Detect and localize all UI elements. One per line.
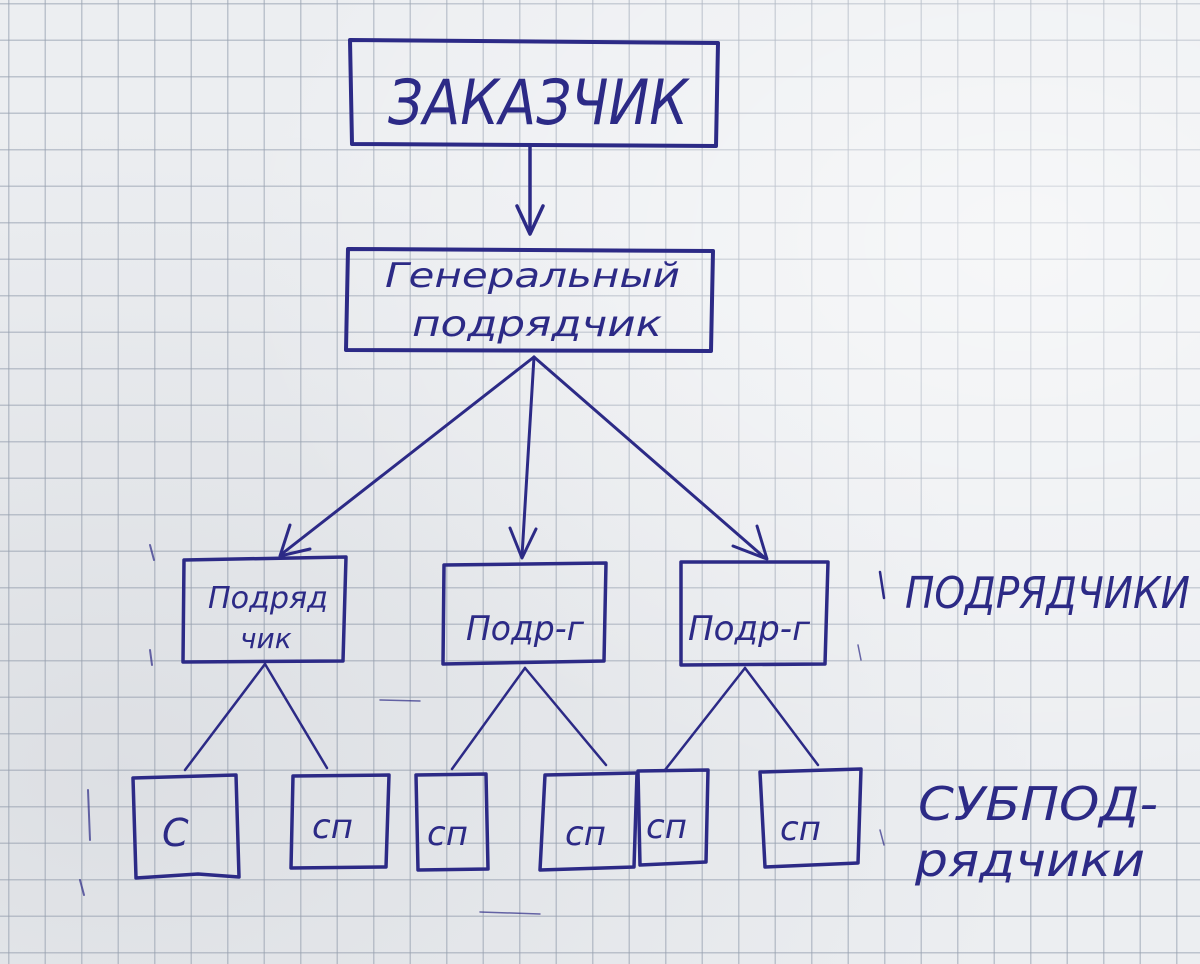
branch-lines-contractor-3: [663, 666, 820, 772]
subcontractor-node-4: сп: [538, 771, 639, 872]
general-contractor-line2: подрядчик: [412, 304, 662, 345]
contractor-1-line1: Подряд: [208, 581, 328, 616]
subcontractor-node-3: сп: [414, 772, 490, 872]
legend-subcontractors-line1: СУБПОД-: [918, 777, 1158, 831]
subcontractor-5-label: сп: [646, 807, 687, 847]
legend-subcontractors-line2: рядчики: [914, 833, 1145, 887]
arrow-general-to-contractor-1: [278, 355, 536, 558]
subcontractor-6-label: сп: [780, 809, 821, 849]
legend-contractors-label: ПОДРЯДЧИКИ: [905, 568, 1190, 619]
contractor-2-label: Подр-г: [466, 609, 585, 649]
customer-label: ЗАКАЗЧИК: [388, 66, 691, 139]
subcontractor-4-label: сп: [565, 814, 606, 854]
subcontractor-node-6: сп: [758, 767, 863, 869]
subcontractor-2-label: сп: [312, 807, 353, 847]
legend-subcontractors: СУБПОД- рядчики: [914, 777, 1158, 887]
subcontractor-3-label: сп: [427, 814, 468, 854]
contractor-3-label: Подр-г: [688, 609, 811, 649]
subcontractor-node-2: сп: [289, 773, 391, 870]
contractor-node-3: Подр-г: [679, 560, 830, 667]
general-contractor-line1: Генеральный: [385, 256, 680, 296]
contractor-1-line2: чик: [240, 622, 292, 655]
legend-contractors: ПОДРЯДЧИКИ: [878, 568, 1190, 619]
arrow-customer-to-general: [515, 144, 545, 236]
arrow-general-to-contractor-2: [508, 355, 538, 560]
contractor-node-2: Подр-г: [441, 561, 608, 666]
stray-pen-marks: [79, 544, 885, 915]
arrow-general-to-contractor-3: [532, 355, 769, 561]
subcontractor-node-5: сп: [636, 768, 710, 867]
branch-lines-contractor-1: [183, 662, 329, 772]
contractor-node-1: Подряд чик: [181, 555, 348, 664]
branch-lines-contractor-2: [450, 666, 608, 771]
subcontractor-node-1: С: [131, 773, 241, 880]
subcontractor-1-label: С: [162, 811, 189, 855]
general-contractor-node: Генеральный подрядчик: [344, 247, 715, 353]
customer-node: ЗАКАЗЧИК: [348, 38, 720, 148]
